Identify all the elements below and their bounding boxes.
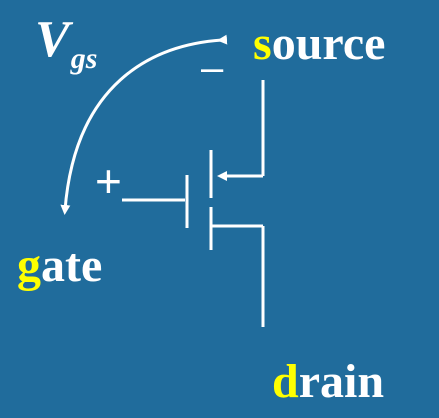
drain-label: drain (272, 358, 384, 406)
vgs-subscript: gs (70, 42, 98, 75)
gate-initial: g (17, 239, 41, 292)
source-label: source (253, 20, 385, 68)
vgs-main: V (35, 11, 70, 68)
drain-initial: d (272, 355, 299, 408)
minus-sign: – (201, 46, 224, 90)
plus-sign: + (95, 155, 122, 207)
source-rest: ource (271, 17, 386, 70)
drain-rest: rain (298, 355, 385, 408)
gate-label: gate (17, 242, 102, 290)
source-initial: s (253, 17, 272, 70)
vgs-arrow (60, 34, 228, 215)
gate-rest: ate (41, 239, 103, 292)
vgs-label: Vgs (35, 11, 97, 74)
